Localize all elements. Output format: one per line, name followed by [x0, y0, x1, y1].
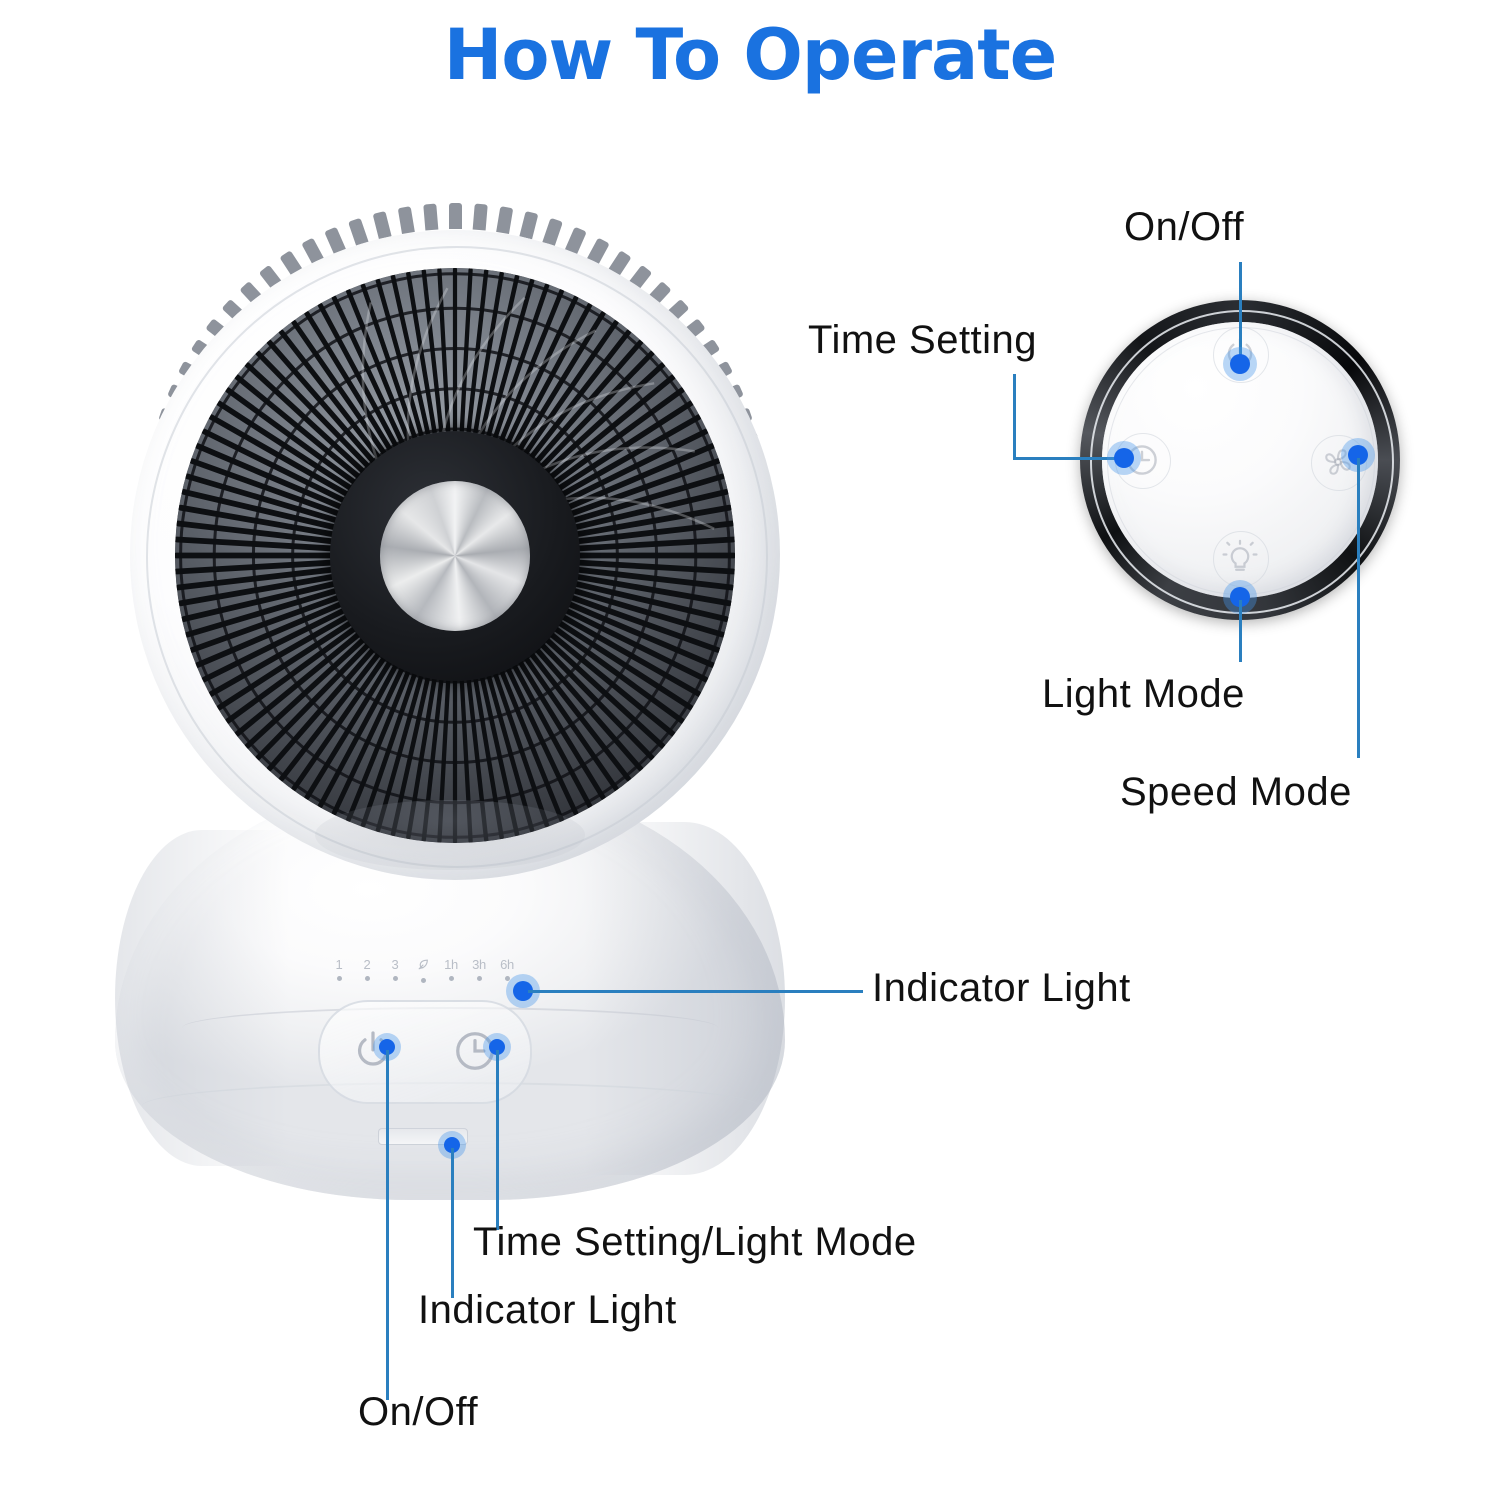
indicator-label: 1h [444, 957, 458, 972]
callout-dot-remote-on-off[interactable] [1223, 347, 1257, 381]
callout-label-remote-light-mode: Light Mode [1042, 672, 1245, 716]
indicator-led [504, 976, 510, 981]
leader-fan-indicator-light-right [528, 990, 863, 993]
indicator-level-3h: 3h [468, 958, 490, 983]
callout-label-remote-on-off: On/Off [1124, 205, 1245, 249]
leader-fan-time-setting-light-mode [496, 1050, 499, 1230]
indicator-label: 6h [500, 957, 514, 972]
indicator-label: 3h [472, 957, 486, 972]
indicator-natural-wind-icon [412, 958, 434, 983]
natural-wind-icon [417, 958, 430, 973]
leader-remote-time-setting-v [1013, 374, 1016, 459]
indicator-label: 2 [363, 957, 371, 972]
indicator-led [420, 978, 426, 983]
indicator-level-1h: 1h [440, 958, 462, 983]
indicator-level-1: 1 [328, 958, 350, 983]
leader-remote-light-mode [1239, 600, 1242, 662]
leader-remote-speed-mode [1357, 458, 1360, 758]
callout-label-remote-speed-mode: Speed Mode [1120, 770, 1352, 814]
indicator-label: 3 [391, 957, 399, 972]
grille-tooth [448, 203, 462, 515]
head-base-junction-shadow [315, 800, 585, 870]
callout-label-remote-time-setting: Time Setting [808, 318, 1038, 362]
indicator-led [476, 976, 482, 981]
indicator-level-6h: 6h [496, 958, 518, 983]
indicator-led [364, 976, 370, 981]
callout-dot-remote-time-setting[interactable] [1107, 441, 1141, 475]
leader-remote-time-setting-h [1013, 457, 1126, 460]
desk-fan-illustration: 1 2 3 1h 3h 6h [60, 200, 840, 1200]
callout-label-fan-on-off: On/Off [358, 1390, 479, 1434]
indicator-led [392, 976, 398, 981]
indicator-label: 1 [335, 957, 343, 972]
indicator-led [448, 976, 454, 981]
callout-dot-fan-timer-button[interactable] [483, 1033, 511, 1061]
remote-light-touch-area[interactable] [1213, 531, 1269, 587]
indicator-level-3: 3 [384, 958, 406, 983]
callout-label-fan-indicator-light-bottom: Indicator Light [418, 1288, 677, 1332]
leader-remote-on-off [1239, 262, 1242, 356]
fan-head [60, 200, 840, 900]
leader-fan-on-off [386, 1050, 389, 1400]
leader-fan-indicator-light-bottom [451, 1148, 454, 1298]
rear-grille-teeth [155, 203, 755, 820]
indicator-led [336, 976, 342, 981]
front-grille [175, 268, 735, 843]
callout-label-fan-indicator-light-right: Indicator Light [872, 966, 1131, 1010]
fan-center-cap [380, 480, 530, 631]
housing-rim [145, 245, 769, 869]
indicator-level-2: 2 [356, 958, 378, 983]
callout-label-fan-time-setting-light-mode: Time Setting/Light Mode [473, 1220, 917, 1264]
indicator-light-row: 1 2 3 1h 3h 6h [328, 958, 518, 983]
fan-hub [330, 430, 580, 681]
page-title: How To Operate [443, 14, 1057, 96]
